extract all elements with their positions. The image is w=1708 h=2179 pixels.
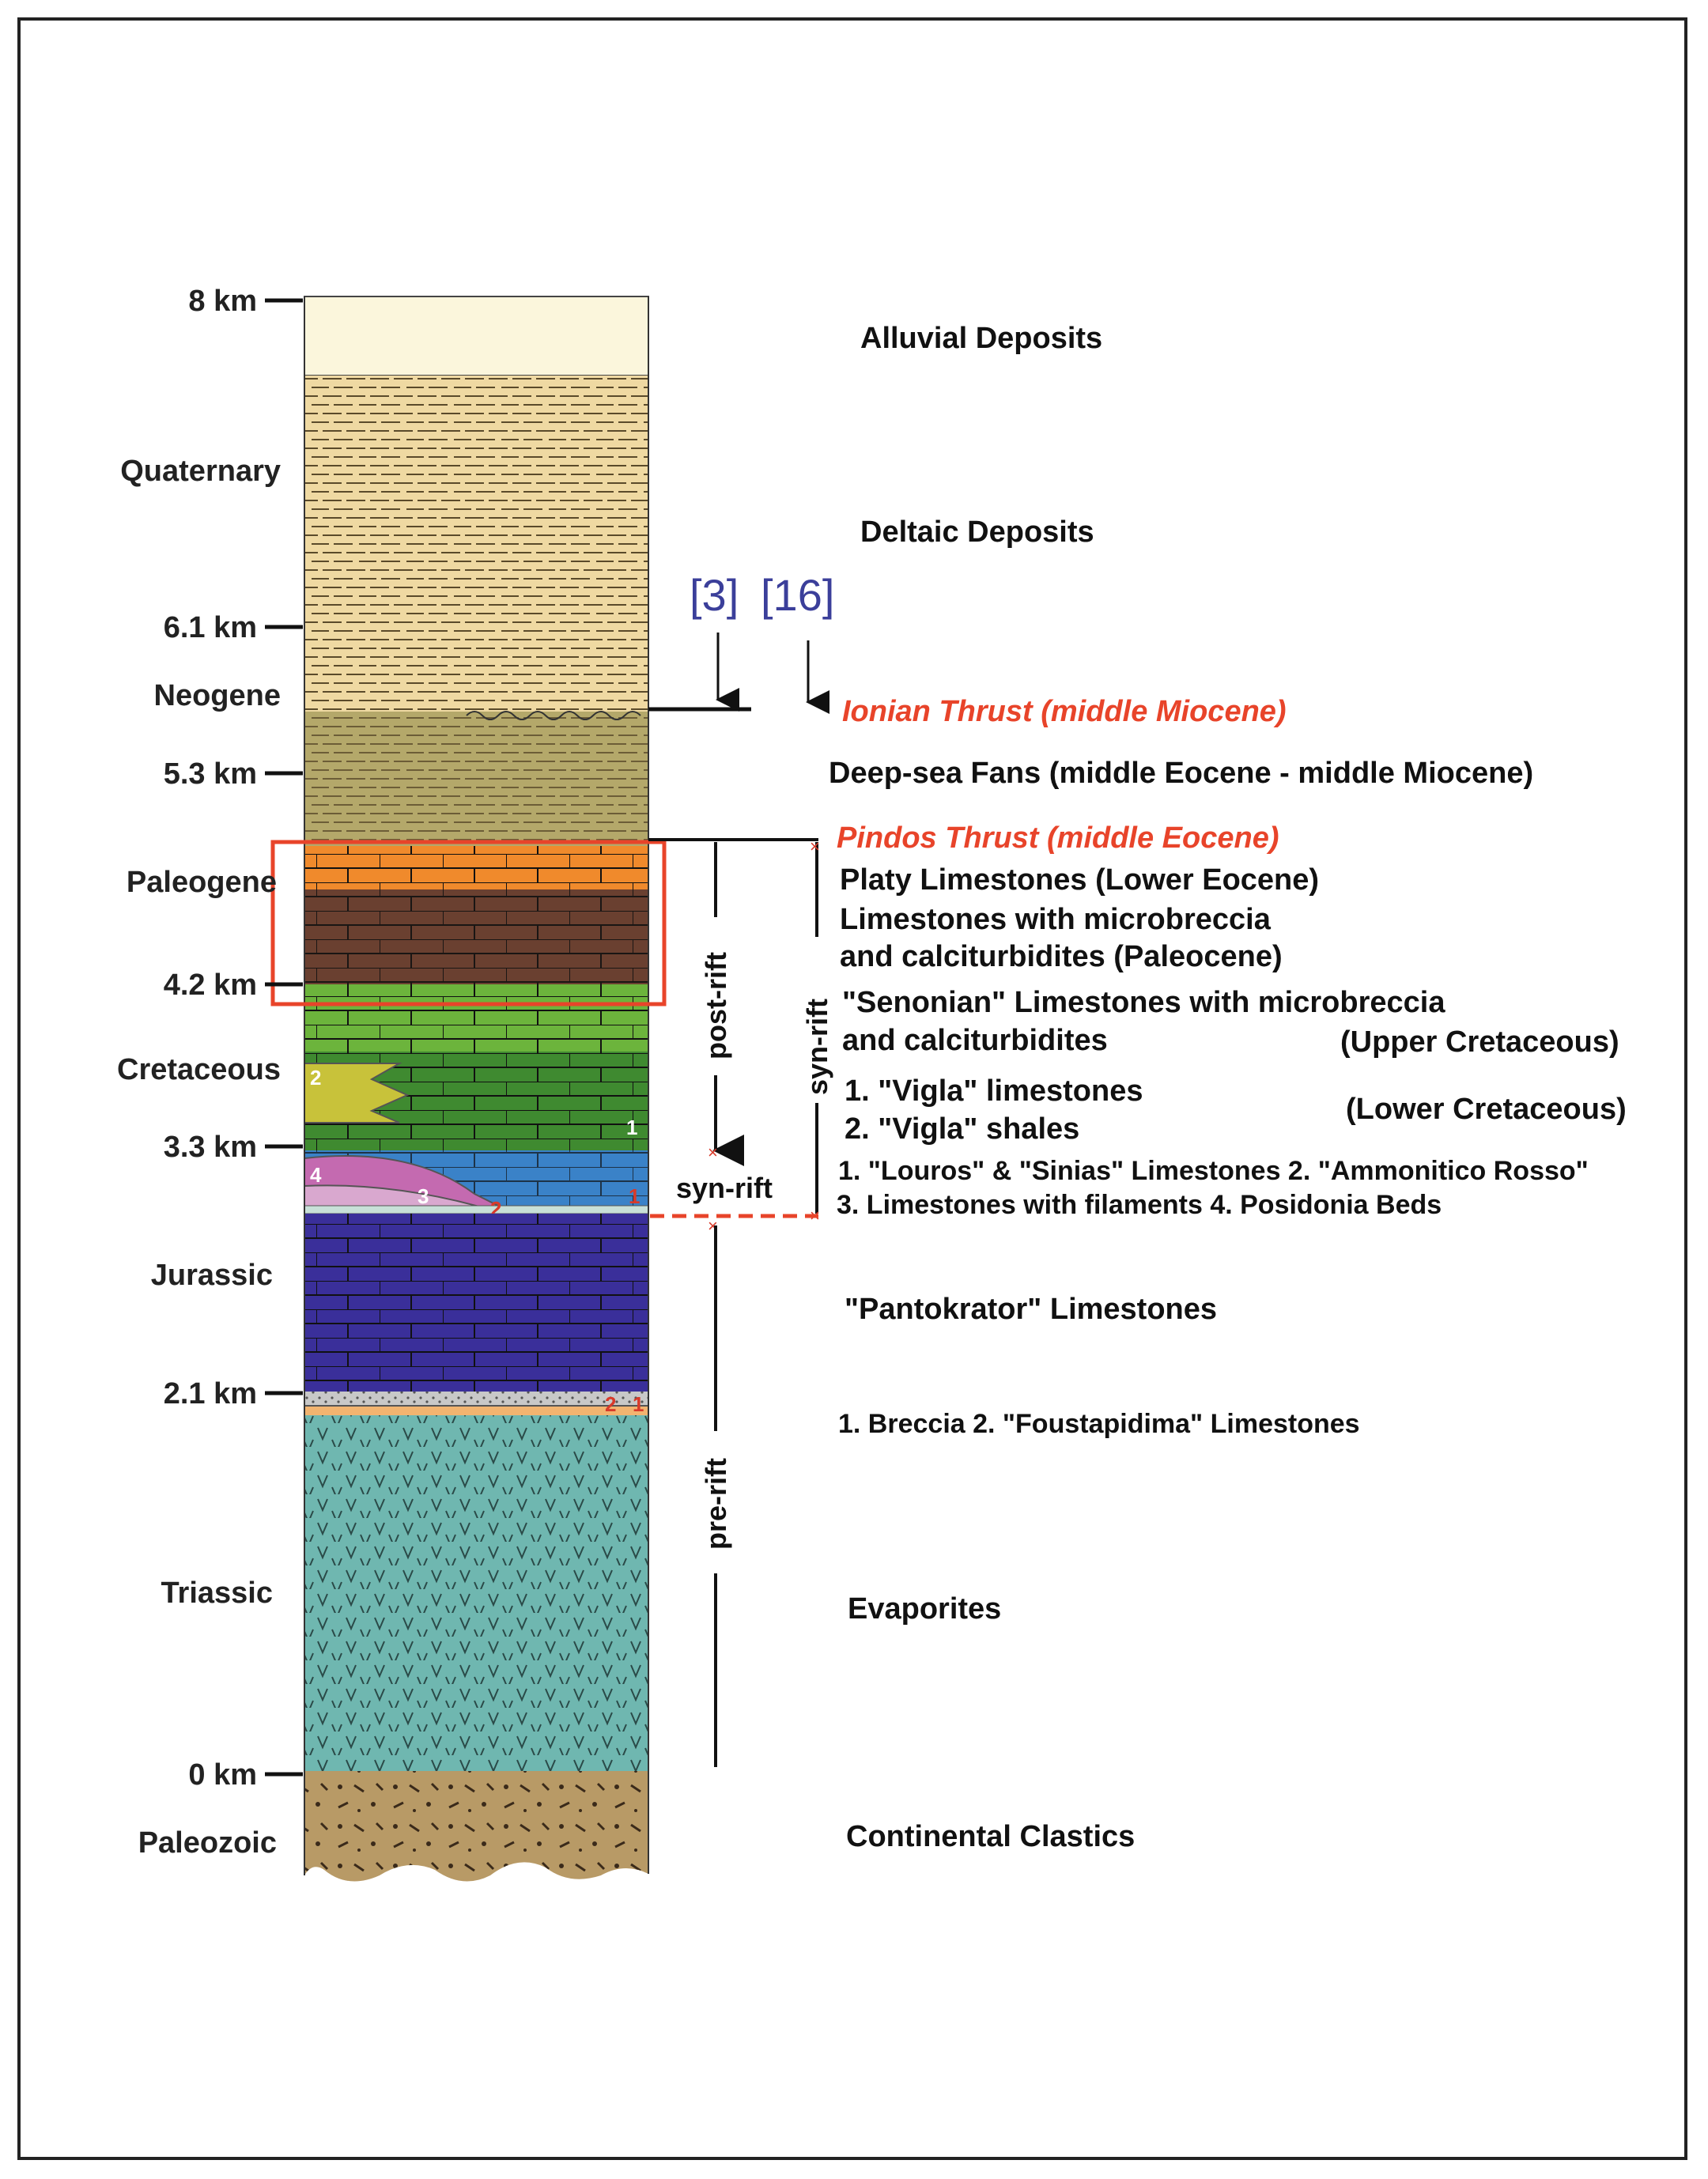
lith-deltaic: Deltaic Deposits [860, 515, 1094, 549]
lith-breccia: 1. Breccia 2. "Foustapidima" Limestones [838, 1409, 1360, 1439]
stratigraphic-column: 2 1 4 3 2 1 2 1 [304, 296, 649, 1882]
ionian-thrust-wavy-line [466, 711, 641, 720]
post-rift-end-mark: × [708, 1142, 718, 1162]
lith-jurassic-2: 3. Limestones with filaments 4. Posidoni… [837, 1190, 1442, 1220]
reference-16: [16] [761, 570, 834, 620]
deltaic-layer-pattern [304, 376, 648, 712]
depth-label-0: 0 km [188, 1758, 257, 1792]
lith-vigla-1: 1. "Vigla" limestones [845, 1074, 1143, 1108]
lith-paleocene-1: Limestones with microbreccia [840, 903, 1272, 936]
lith-senonian-2: and calciturbidites [842, 1024, 1108, 1057]
age-paleogene: Paleogene [127, 866, 277, 899]
post-rift-label: post-rift [700, 952, 732, 1059]
lithology-descriptions: Alluvial Deposits Deltaic Deposits Ionia… [829, 322, 1627, 1853]
age-triassic: Triassic [161, 1577, 273, 1610]
rift-phases: post-rift × syn-rift syn-rift × × × pre-… [650, 836, 833, 1767]
alluvial-layer [304, 296, 649, 376]
lith-senonian-1: "Senonian" Limestones with microbreccia [842, 986, 1445, 1019]
lith-alluvial: Alluvial Deposits [860, 322, 1102, 355]
pre-rift-label: pre-rift [700, 1458, 732, 1550]
thrust-pindos: Pindos Thrust (middle Eocene) [837, 821, 1279, 855]
depth-label-4-2: 4.2 km [164, 969, 257, 1002]
unit-number-breccia: 1 [633, 1392, 644, 1416]
age-cretaceous: Cretaceous [117, 1053, 281, 1086]
lith-pantokrator: "Pantokrator" Limestones [845, 1293, 1217, 1326]
highlight-box [270, 840, 667, 1006]
depth-label-8: 8 km [188, 285, 257, 318]
unit-number-posidonia: 4 [310, 1163, 322, 1187]
age-quaternary: Quaternary [120, 455, 281, 488]
thrust-ionian: Ionian Thrust (middle Miocene) [842, 695, 1287, 728]
reference-3: [3] [690, 570, 739, 620]
breccia-layer-pattern [304, 1392, 648, 1406]
unit-number-filaments: 3 [418, 1184, 429, 1208]
thrust-annotations: [3] [16] [648, 570, 834, 841]
syn-rift-top-mark: × [810, 836, 820, 856]
ammonitico-rosso-band [304, 1205, 649, 1214]
paleocene-limestones-pattern [304, 889, 648, 984]
age-jurassic: Jurassic [151, 1259, 273, 1292]
lith-paleocene-2: and calciturbidites (Paleocene) [840, 940, 1283, 973]
depth-axis: 8 km 6.1 km 5.3 km 4.2 km 3.3 km 2.1 km … [164, 285, 303, 1792]
syn-rift-vertical-label: syn-rift [801, 999, 833, 1095]
age-neogene: Neogene [154, 679, 281, 712]
evaporites-layer-pattern [304, 1415, 648, 1771]
lith-evaporites: Evaporites [848, 1592, 1001, 1626]
depth-label-3-3: 3.3 km [164, 1131, 257, 1164]
depth-label-2-1: 2.1 km [164, 1377, 257, 1410]
syn-rift-horizontal-label: syn-rift [676, 1172, 773, 1204]
age-labels: Quaternary Neogene Paleogene Cretaceous … [117, 455, 281, 1860]
lith-vigla-2: 2. "Vigla" shales [845, 1112, 1079, 1146]
unit-number-vigla-limestones: 1 [626, 1116, 637, 1139]
depth-label-6-1: 6.1 km [164, 611, 257, 644]
lith-clastics: Continental Clastics [846, 1820, 1135, 1853]
deepsea-fans-layer-pattern [304, 712, 648, 846]
platy-limestones-pattern [304, 846, 648, 889]
age-paleozoic: Paleozoic [138, 1826, 277, 1860]
lith-platy: Platy Limestones (Lower Eocene) [840, 863, 1319, 897]
lith-jurassic-1: 1. "Louros" & "Sinias" Limestones 2. "Am… [838, 1156, 1589, 1186]
unit-number-vigla-shales: 2 [310, 1066, 321, 1090]
continental-clastics-pattern [304, 1771, 648, 1882]
pantokrator-limestones-pattern [304, 1214, 648, 1392]
unit-number-louros: 1 [629, 1184, 640, 1208]
lith-vigla-age: (Lower Cretaceous) [1346, 1093, 1627, 1126]
figure-frame [17, 17, 1687, 2160]
senonian-limestones-pattern [304, 984, 648, 1052]
lith-senonian-age: (Upper Cretaceous) [1340, 1025, 1619, 1059]
unit-number-foustapidima: 2 [605, 1392, 616, 1416]
lith-deepsea: Deep-sea Fans (middle Eocene - middle Mi… [829, 757, 1533, 790]
depth-label-5-3: 5.3 km [164, 757, 257, 791]
vigla-shales-wedge [304, 1063, 410, 1123]
